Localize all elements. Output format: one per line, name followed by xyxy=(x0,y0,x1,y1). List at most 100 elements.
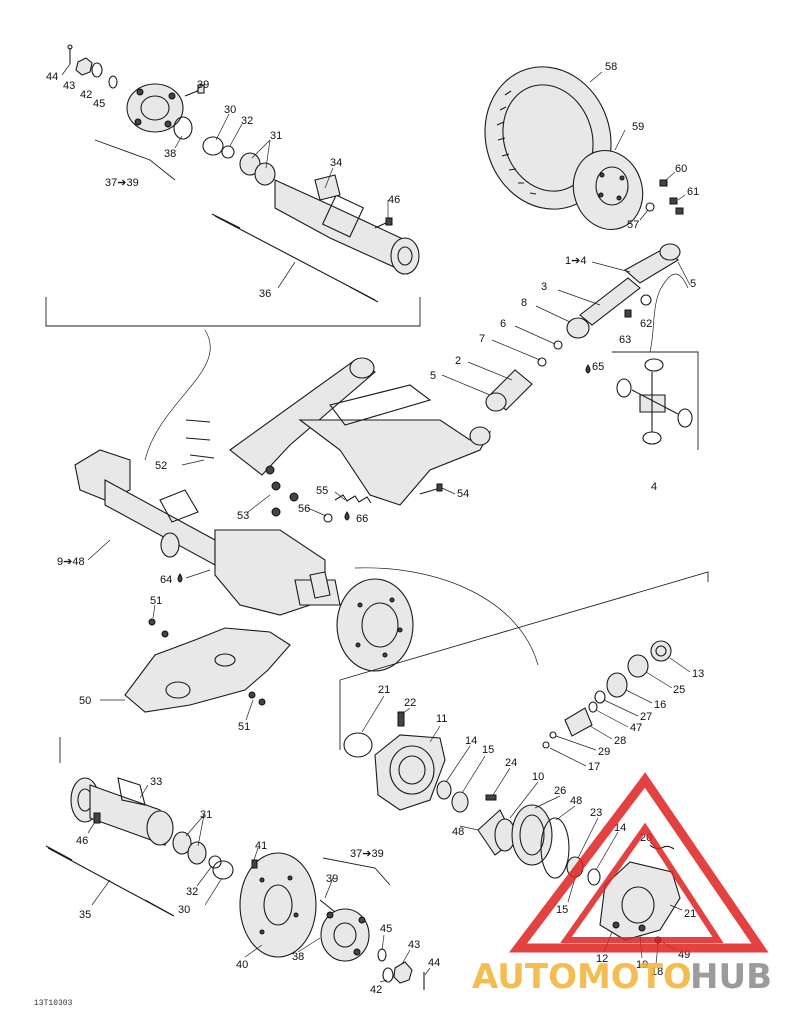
callout-5-mid: 5 xyxy=(430,370,436,382)
callout-15-top: 15 xyxy=(482,744,494,756)
callout-54: 54 xyxy=(457,488,469,500)
callout-33: 33 xyxy=(150,776,162,788)
swing-arm-group xyxy=(185,357,492,523)
callout-21-top: 21 xyxy=(378,684,390,696)
callout-15-bottom: 15 xyxy=(556,904,568,916)
callout-50: 50 xyxy=(79,695,91,707)
callout-4: 4 xyxy=(651,481,657,493)
callout-38: 38 xyxy=(164,148,176,160)
callout-1-4: 1➔4 xyxy=(565,255,586,267)
callout-7: 7 xyxy=(479,333,485,345)
section-bracket-top xyxy=(45,297,421,327)
callout-46-bottom: 46 xyxy=(76,835,88,847)
callout-47: 47 xyxy=(630,722,642,734)
callout-43: 43 xyxy=(63,80,75,92)
callout-24: 24 xyxy=(505,757,517,769)
callout-27: 27 xyxy=(640,711,652,723)
callout-61: 61 xyxy=(687,186,699,198)
callout-12: 12 xyxy=(596,953,608,965)
figure-code: 13T10303 xyxy=(34,999,73,1008)
callout-44-bottom: 44 xyxy=(428,957,440,969)
callout-56: 56 xyxy=(298,503,310,515)
watermark-logo: AUTOMOTO HUB xyxy=(472,772,772,997)
callout-22: 22 xyxy=(404,697,416,709)
callout-57: 57 xyxy=(627,219,639,231)
callout-18: 18 xyxy=(651,966,663,978)
callout-58: 58 xyxy=(605,61,617,73)
callout-35: 35 xyxy=(79,909,91,921)
callout-26: 26 xyxy=(554,785,566,797)
callout-37-39: 37➔39 xyxy=(105,177,139,189)
watermark-triangle-icon xyxy=(508,772,769,953)
callout-59: 59 xyxy=(632,121,644,133)
callout-37-39-bottom: 37➔39 xyxy=(350,848,384,860)
callout-13: 13 xyxy=(692,668,704,680)
callout-39-bottom: 39 xyxy=(326,873,338,885)
callout-44: 44 xyxy=(46,71,58,83)
wheel-tire-group xyxy=(484,66,686,231)
callout-51-bottom: 51 xyxy=(238,721,250,733)
callout-29: 29 xyxy=(598,746,610,758)
callout-30: 30 xyxy=(224,104,236,116)
callout-21-bottom: 21 xyxy=(684,908,696,920)
watermark-brand-right: HUB xyxy=(690,957,772,997)
callout-60: 60 xyxy=(675,163,687,175)
callout-28: 28 xyxy=(614,735,626,747)
drive-shaft-group xyxy=(441,243,699,450)
callout-52: 52 xyxy=(155,460,167,472)
watermark-brand-left: AUTOMOTO xyxy=(472,957,692,997)
callout-48-left: 48 xyxy=(452,826,464,838)
callout-45: 45 xyxy=(93,98,105,110)
leader-curve-left xyxy=(144,329,211,461)
callout-17: 17 xyxy=(588,761,600,773)
callout-6: 6 xyxy=(500,318,506,330)
leader-curve-right xyxy=(354,567,539,666)
callout-3: 3 xyxy=(541,281,547,293)
callout-5-top: 5 xyxy=(690,278,696,290)
callout-9-48: 9➔48 xyxy=(57,556,85,568)
callout-39: 39 xyxy=(197,79,209,91)
callout-14-top: 14 xyxy=(465,735,477,747)
callout-32-bottom: 32 xyxy=(186,886,198,898)
top-left-axle-group xyxy=(61,44,420,303)
callout-43-bottom: 43 xyxy=(408,939,420,951)
callout-25: 25 xyxy=(673,684,685,696)
callout-42: 42 xyxy=(80,89,92,101)
callout-65: 65 xyxy=(592,361,604,373)
callout-31: 31 xyxy=(270,130,282,142)
callout-32: 32 xyxy=(241,115,253,127)
callout-42-bottom: 42 xyxy=(370,984,382,996)
axle-housing-group xyxy=(74,449,414,672)
callout-53: 53 xyxy=(237,510,249,522)
callout-16: 16 xyxy=(654,699,666,711)
callout-63: 63 xyxy=(619,334,631,346)
callout-41: 41 xyxy=(255,840,267,852)
callout-11: 11 xyxy=(436,713,447,725)
callout-23: 23 xyxy=(590,807,602,819)
differential-frame xyxy=(339,571,709,681)
callout-30-bottom: 30 xyxy=(178,904,190,916)
callout-38-bottom: 38 xyxy=(292,951,304,963)
callout-51-top: 51 xyxy=(150,595,162,607)
callout-45-bottom: 45 xyxy=(380,923,392,935)
watermark-triangle-inner-icon xyxy=(560,822,724,943)
callout-8: 8 xyxy=(521,297,527,309)
skid-plate-group xyxy=(124,618,291,713)
callout-10: 10 xyxy=(532,771,544,783)
differential-group xyxy=(343,640,681,944)
callout-40: 40 xyxy=(236,959,248,971)
callout-19: 19 xyxy=(636,959,648,971)
callout-31-bottom: 31 xyxy=(200,809,212,821)
callout-55: 55 xyxy=(316,485,328,497)
callout-66: 66 xyxy=(356,513,368,525)
callout-64: 64 xyxy=(160,574,172,586)
bottom-axle-group xyxy=(45,777,425,990)
callout-48-right: 48 xyxy=(570,795,582,807)
callout-14-bottom: 14 xyxy=(614,822,626,834)
callout-36: 36 xyxy=(259,288,271,300)
callout-2: 2 xyxy=(455,355,461,367)
callout-62: 62 xyxy=(640,318,652,330)
callout-34: 34 xyxy=(330,157,342,169)
callout-46: 46 xyxy=(388,194,400,206)
